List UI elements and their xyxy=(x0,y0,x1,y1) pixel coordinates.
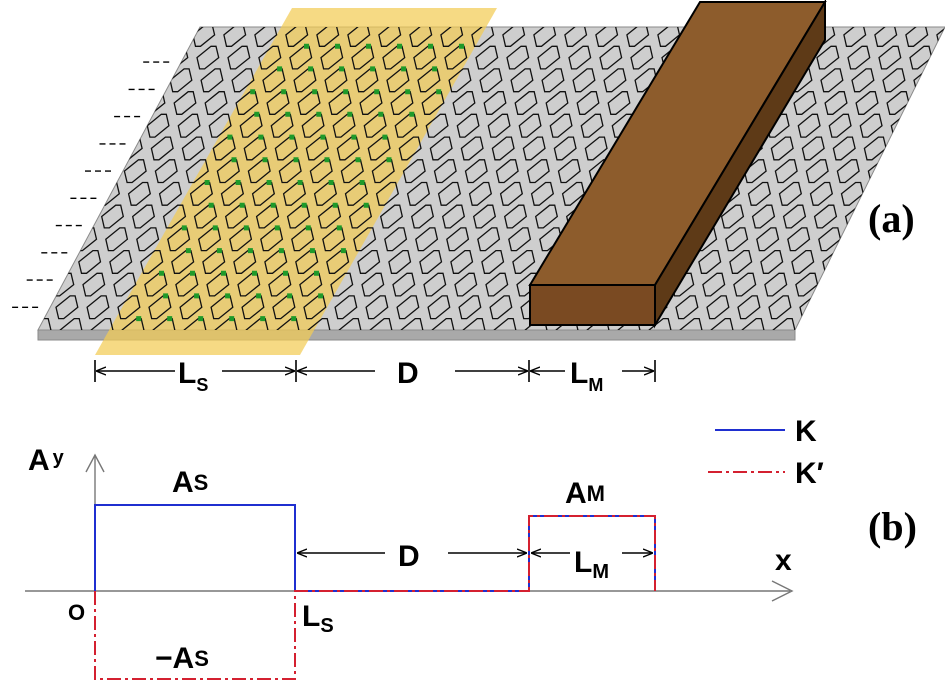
dim-lm-main: L xyxy=(570,357,588,390)
dimension-line xyxy=(94,360,656,382)
am-sub: M xyxy=(587,481,605,506)
dim-lm-label: LM xyxy=(570,357,603,395)
neg-as-sub: S xyxy=(194,646,209,671)
origin-label: O xyxy=(68,600,85,625)
edge-dashes xyxy=(12,61,174,308)
neg-as-label: −AS xyxy=(155,642,209,675)
legend: K K′ xyxy=(708,415,824,490)
panel-b-tag: (b) xyxy=(868,504,917,549)
y-axis-sub: y xyxy=(53,447,65,469)
neg-as-main: −A xyxy=(155,642,194,675)
y-axis-arrowhead xyxy=(85,453,105,473)
legend-kprime-label: K′ xyxy=(795,457,824,490)
legend-k-label: K xyxy=(795,415,817,448)
panel-a: (a) LS D LM xyxy=(12,0,945,395)
ls-main: L xyxy=(302,600,320,633)
k-profile xyxy=(94,504,656,592)
x-axis-arrowhead xyxy=(771,580,794,602)
as-sub: S xyxy=(194,470,209,495)
dim-lm-sub: M xyxy=(588,375,603,395)
dim-ls-sub: S xyxy=(196,375,208,395)
as-main: A xyxy=(172,466,194,499)
pb-lm-label: LM xyxy=(574,546,609,583)
as-label: AS xyxy=(172,466,208,499)
dim-d-label: D xyxy=(397,357,419,390)
y-axis-main: A xyxy=(28,444,50,477)
strain-region xyxy=(95,8,497,355)
pb-lm-main: L xyxy=(574,546,592,579)
dim-ls-main: L xyxy=(178,357,196,390)
pb-lm-sub: M xyxy=(592,561,609,583)
ls-sub: S xyxy=(320,615,333,637)
am-label: AM xyxy=(565,477,605,510)
dim-ls-label: LS xyxy=(178,357,208,395)
electrode-front xyxy=(529,284,656,326)
electrode-bar xyxy=(528,0,827,329)
k-prime-profile xyxy=(94,515,656,680)
am-main: A xyxy=(565,477,587,510)
strained-bonds xyxy=(136,27,487,322)
ls-label: LS xyxy=(302,600,334,637)
x-axis-label: x xyxy=(775,544,792,577)
panel-a-tag: (a) xyxy=(868,196,915,241)
green-bond-segments xyxy=(136,27,487,322)
pb-d-label: D xyxy=(398,540,420,573)
